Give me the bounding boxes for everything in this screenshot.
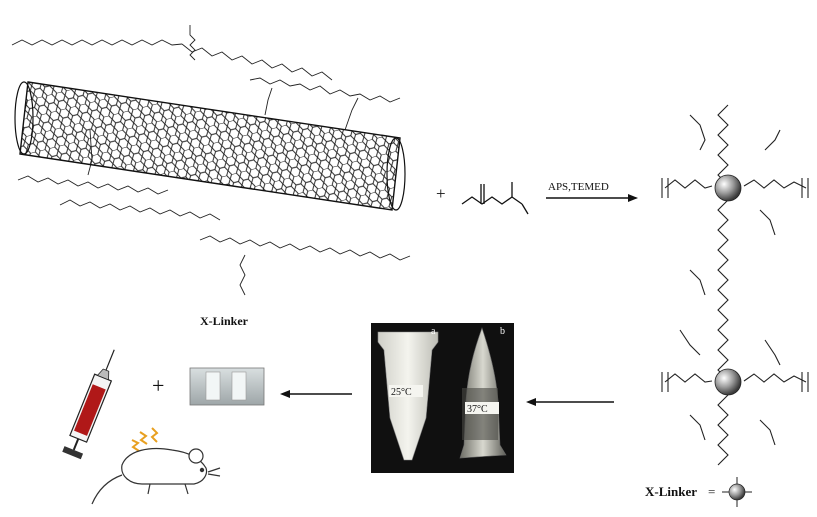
legend-equals: = (708, 484, 715, 499)
crosslinker-node-top (714, 174, 742, 202)
temp-label-b: 37°C (467, 404, 488, 415)
tube-photo: a b 25°C 37°C (371, 323, 514, 473)
reagent-label: APS,TEMED (548, 181, 609, 193)
legend-label: X-Linker (645, 484, 697, 499)
crosslinker-caption: X-Linker (200, 314, 249, 328)
panel-label-a: a (431, 326, 436, 337)
temp-label-a: 25°C (391, 387, 412, 398)
grafted-chains (11, 25, 411, 296)
hydrogel-network (661, 104, 809, 466)
plus-sign-1: + (436, 184, 446, 203)
nanotube-end-right (386, 137, 406, 211)
arrow-network-to-photo (526, 398, 614, 406)
nipam-monomer-structure (461, 182, 529, 215)
arrow-photo-to-vial (280, 390, 352, 398)
legend-sphere-icon (728, 483, 746, 501)
plus-sign-2: + (152, 373, 164, 398)
crosslinker-node-bottom (714, 368, 742, 396)
reaction-arrow: APS,TEMED (546, 181, 638, 202)
nanotube-end-left (14, 81, 34, 155)
carbon-nanotube (19, 81, 401, 211)
gel-vial-image (189, 367, 265, 406)
nanotube-group (11, 25, 411, 296)
mouse-icon (91, 447, 221, 505)
panel-label-b: b (500, 326, 505, 337)
injection-spark-icon (131, 427, 159, 452)
syringe-icon (62, 349, 115, 460)
crosslinker-legend: X-Linker = (645, 477, 752, 507)
